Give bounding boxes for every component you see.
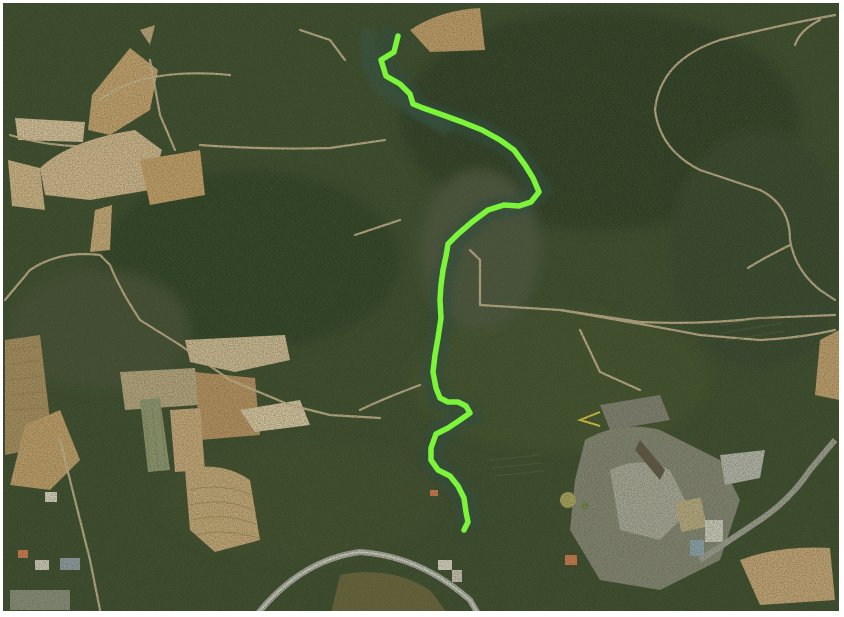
highlighted-route[interactable] [378,33,542,533]
